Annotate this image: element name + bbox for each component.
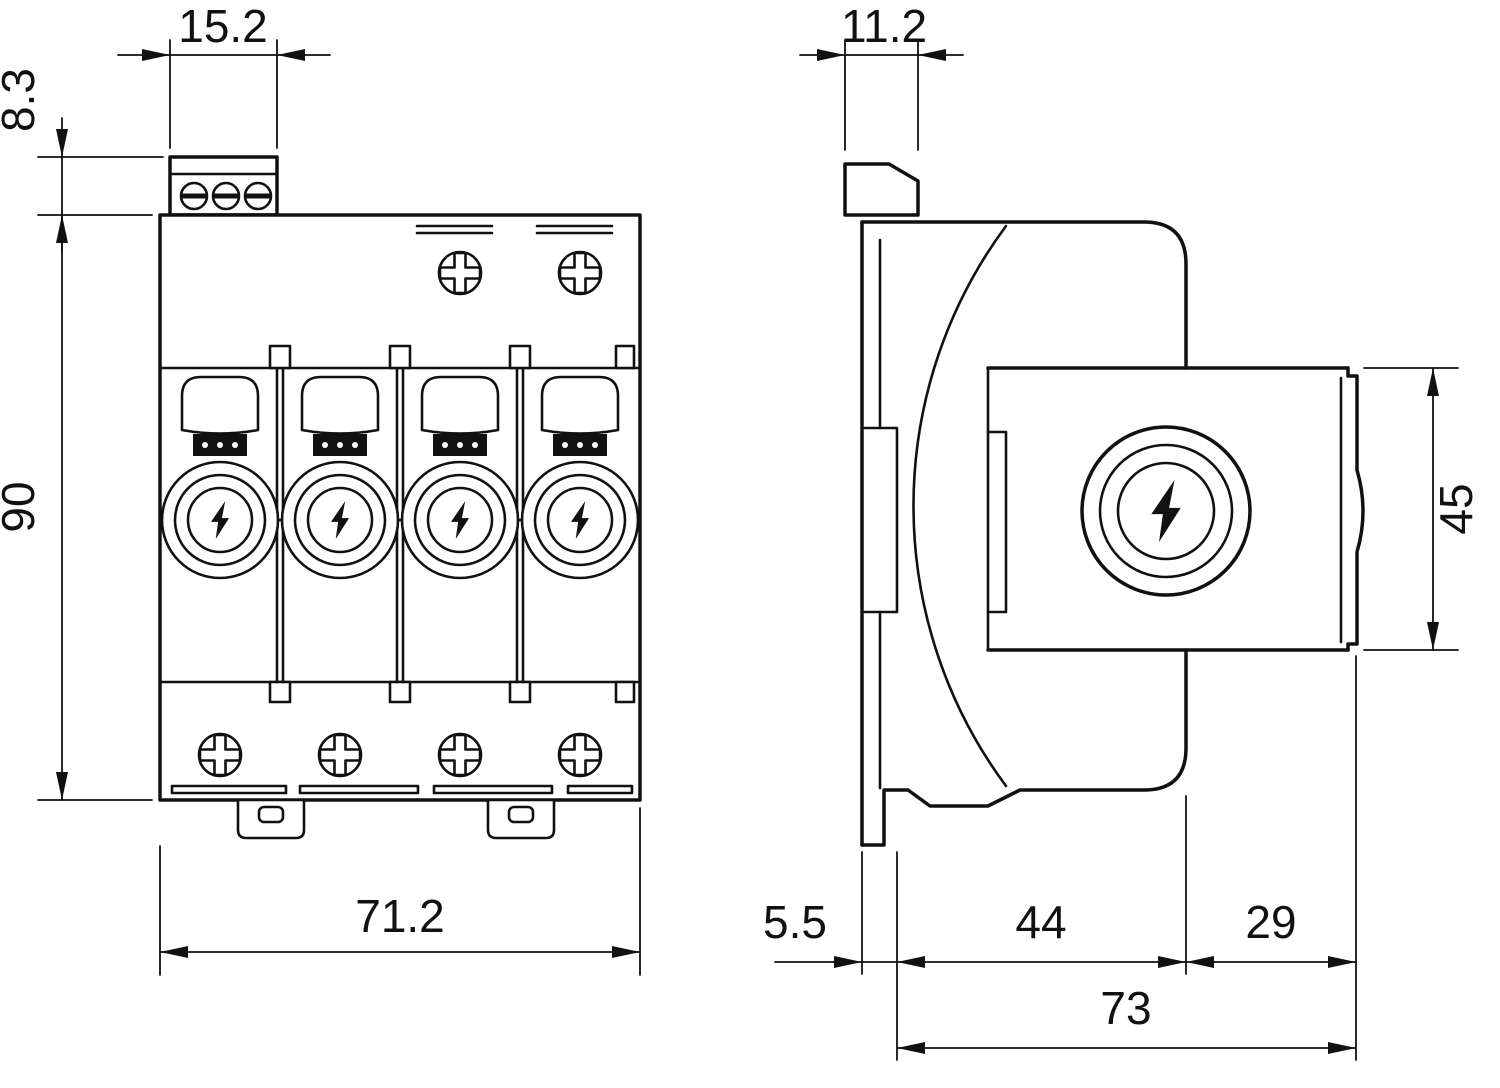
phillips-screw-icon: [557, 250, 603, 296]
dim-label: 45: [1430, 483, 1482, 534]
bottom-edge-slots: [170, 784, 634, 795]
dim-front-body-width: 71.2: [159, 807, 641, 976]
dim-front-terminal-width: 15.2: [117, 0, 331, 149]
dim-side-depths: 5.5 44 29: [763, 655, 1357, 1061]
front-view: [158, 155, 642, 840]
dim-label: 44: [1015, 896, 1066, 948]
dim-front-body-height: 90: [0, 214, 153, 801]
side-view: [843, 162, 1365, 847]
dim-label: 15.2: [178, 0, 268, 52]
dim-side-clip-width: 11.2: [799, 0, 964, 151]
lightning-logo-icon: [1080, 425, 1252, 597]
module-block-side: [986, 366, 1365, 652]
dim-label: 5.5: [763, 896, 827, 948]
phillips-screw-icon: [197, 732, 243, 778]
dim-label: 73: [1100, 982, 1151, 1034]
din-rail-foot: [236, 798, 306, 840]
dim-side-total-depth: 73: [896, 982, 1357, 1054]
phillips-screw-icon: [317, 732, 363, 778]
dim-label: 71.2: [355, 890, 445, 942]
phillips-screw-icon: [437, 250, 483, 296]
dim-label: 90: [0, 481, 44, 532]
terminal-screw-icon: [179, 181, 209, 211]
vent-slots: [415, 224, 614, 235]
dim-front-terminal-height: 8.3: [0, 68, 164, 253]
dim-side-module-height: 45: [1363, 367, 1482, 651]
dim-label: 11.2: [841, 0, 927, 52]
din-clip-top: [843, 162, 920, 217]
dim-label: 8.3: [0, 68, 44, 132]
din-rail-foot: [486, 798, 556, 840]
base-housing: [860, 220, 1188, 847]
phillips-screw-icon: [557, 732, 603, 778]
terminal-screw-icon: [243, 181, 273, 211]
terminal-screw-icon: [211, 181, 241, 211]
dim-label: 29: [1245, 896, 1296, 948]
phillips-screw-icon: [437, 732, 483, 778]
terminal-block-top: [168, 155, 279, 217]
